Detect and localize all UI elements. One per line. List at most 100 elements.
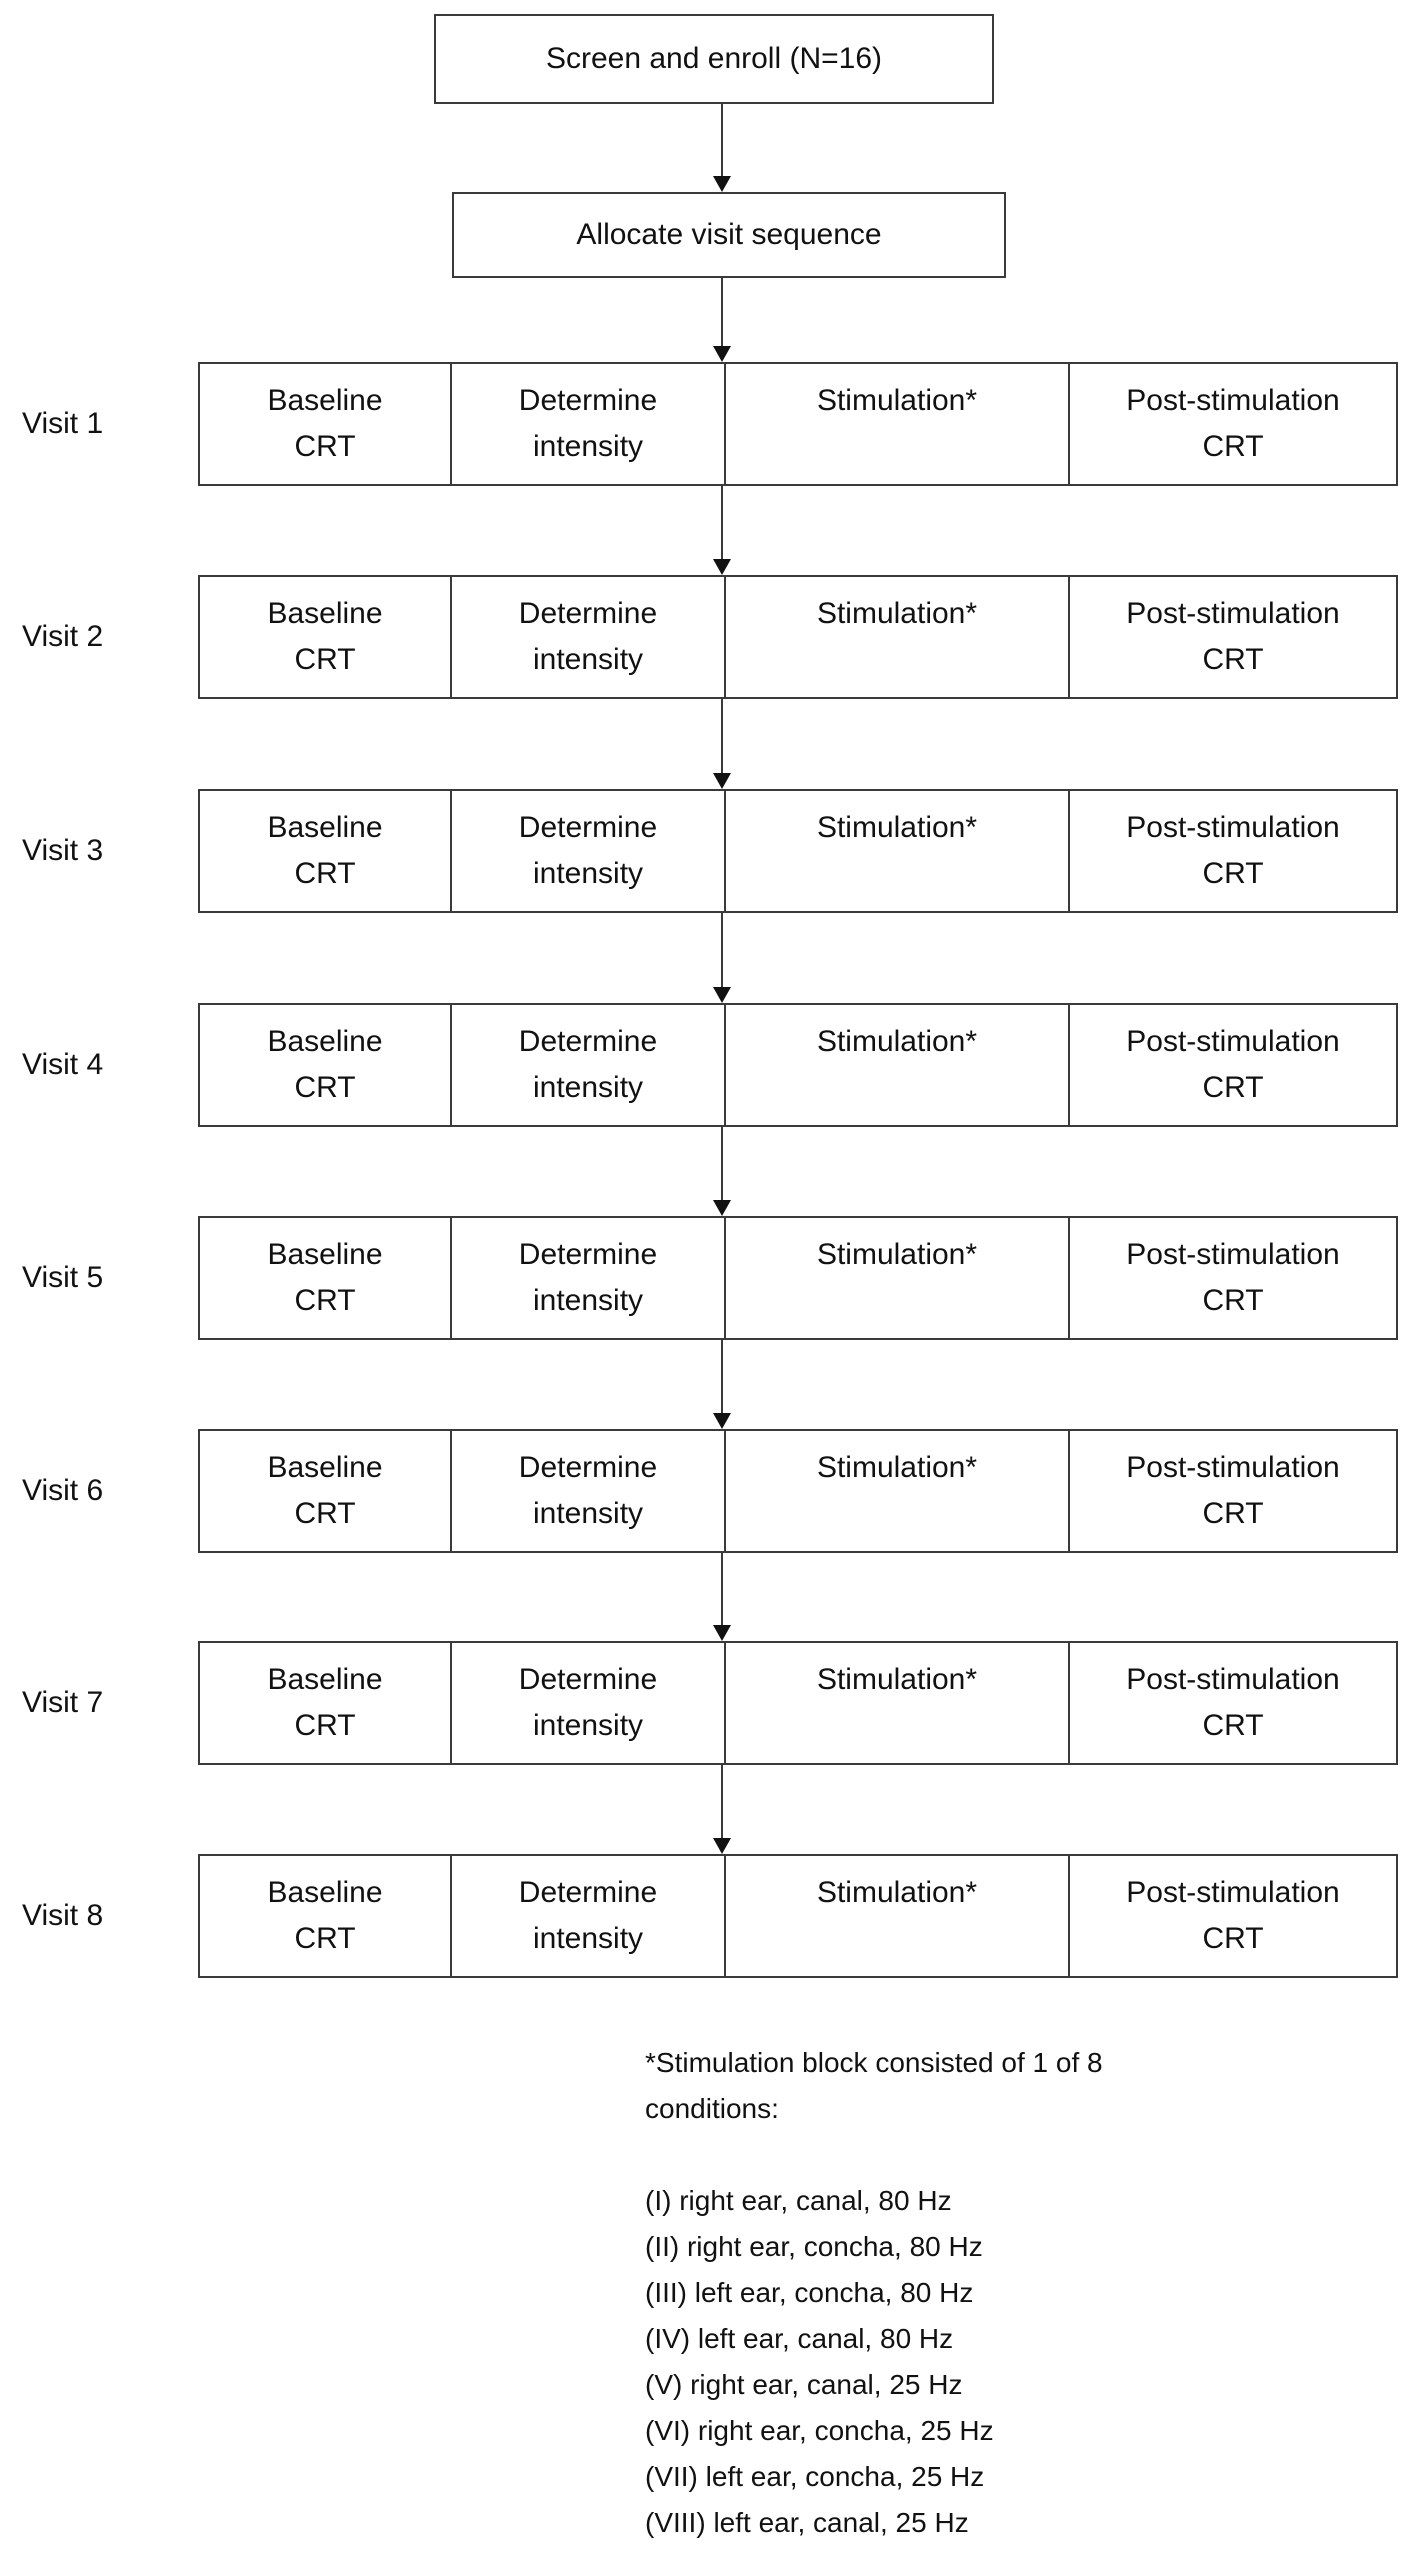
baseline-text: CRT	[294, 1497, 356, 1530]
determine-intensity-text: Determine	[518, 1238, 658, 1271]
post-stimulation-text: Post-stimulation	[1126, 1663, 1340, 1696]
determine-intensity-text: intensity	[532, 1497, 644, 1530]
determine-intensity-text: Determine	[518, 1876, 658, 1909]
arrowhead-icon	[713, 1413, 731, 1429]
determine-intensity-text: intensity	[532, 643, 644, 676]
baseline-text: CRT	[294, 430, 356, 463]
determine-intensity-cell: Determine intensity	[450, 1218, 724, 1338]
stimulation-text: Stimulation*	[816, 1025, 978, 1058]
post-stimulation-text: Post-stimulation	[1126, 384, 1340, 417]
stimulation-footnote: *Stimulation block consisted of 1 of 8 c…	[645, 2040, 1345, 2546]
allocate-box: Allocate visit sequence	[452, 192, 1006, 278]
arrowhead-icon	[713, 773, 731, 789]
stimulation-text: Stimulation*	[816, 597, 978, 630]
stimulation-cell: Stimulation*	[724, 791, 1068, 911]
post-stimulation-text: CRT	[1202, 643, 1264, 676]
visit-label: Visit 6	[22, 1474, 104, 1507]
baseline-text: CRT	[294, 1709, 356, 1742]
determine-intensity-text: intensity	[532, 1709, 644, 1742]
determine-intensity-text: Determine	[518, 811, 658, 844]
stimulation-text: Stimulation*	[816, 1663, 978, 1696]
determine-intensity-text: Determine	[518, 384, 658, 417]
post-stimulation-text: CRT	[1202, 857, 1264, 890]
footnote-spacer	[645, 2132, 1345, 2178]
visit-label: Visit 5	[22, 1261, 104, 1294]
stimulation-cell: Stimulation*	[724, 1856, 1068, 1976]
arrowhead-icon	[713, 1838, 731, 1854]
post-stimulation-text: CRT	[1202, 1497, 1264, 1530]
stimulation-cell: Stimulation*	[724, 1218, 1068, 1338]
condition-item: (V) right ear, canal, 25 Hz	[645, 2369, 963, 2400]
stimulation-text: Stimulation*	[816, 1451, 978, 1484]
stimulation-text: Stimulation*	[816, 1238, 978, 1271]
stimulation-text: Stimulation*	[816, 384, 978, 417]
visit-label: Visit 8	[22, 1899, 104, 1932]
stimulation-cell: Stimulation*	[724, 577, 1068, 697]
determine-intensity-text: intensity	[532, 1922, 644, 1955]
post-stimulation-text: Post-stimulation	[1126, 597, 1340, 630]
baseline-text: Baseline	[267, 384, 383, 417]
post-stimulation-text: Post-stimulation	[1126, 1876, 1340, 1909]
stimulation-cell: Stimulation*	[724, 1005, 1068, 1125]
stimulation-cell: Stimulation*	[724, 364, 1068, 484]
determine-intensity-cell: Determine intensity	[450, 577, 724, 697]
baseline-text: Baseline	[267, 1451, 383, 1484]
arrowhead-icon	[713, 1625, 731, 1641]
baseline-text: Baseline	[267, 1025, 383, 1058]
post-stimulation-text: Post-stimulation	[1126, 1451, 1340, 1484]
condition-item: (IV) left ear, canal, 80 Hz	[645, 2323, 954, 2354]
arrowhead-icon	[713, 176, 731, 192]
arrowhead-icon	[713, 1200, 731, 1216]
visit-label: Visit 1	[22, 407, 104, 440]
baseline-text: CRT	[294, 643, 356, 676]
visit-label: Visit 3	[22, 834, 104, 867]
footnote-intro-line1: *Stimulation block consisted of 1 of 8	[645, 2047, 1103, 2078]
condition-item: (VIII) left ear, canal, 25 Hz	[645, 2507, 969, 2538]
enroll-box: Screen and enroll (N=16)	[434, 14, 994, 104]
stimulation-cell: Stimulation*	[724, 1643, 1068, 1763]
condition-item: (III) left ear, concha, 80 Hz	[645, 2277, 974, 2308]
condition-item: (I) right ear, canal, 80 Hz	[645, 2185, 952, 2216]
footnote-intro-line2: conditions:	[645, 2093, 779, 2124]
determine-intensity-text: Determine	[518, 1451, 658, 1484]
post-stimulation-text: CRT	[1202, 1709, 1264, 1742]
arrowhead-icon	[713, 987, 731, 1003]
baseline-text: CRT	[294, 1071, 356, 1104]
post-stimulation-text: CRT	[1202, 430, 1264, 463]
condition-item: (VII) left ear, concha, 25 Hz	[645, 2461, 985, 2492]
stimulation-cell: Stimulation*	[724, 1431, 1068, 1551]
determine-intensity-cell: Determine intensity	[450, 1431, 724, 1551]
visit-label: Visit 2	[22, 620, 104, 653]
baseline-text: Baseline	[267, 597, 383, 630]
post-stimulation-text: CRT	[1202, 1071, 1264, 1104]
allocate-text: Allocate visit sequence	[576, 218, 882, 251]
baseline-text: Baseline	[267, 1876, 383, 1909]
determine-intensity-text: intensity	[532, 1284, 644, 1317]
determine-intensity-text: Determine	[518, 597, 658, 630]
baseline-text: CRT	[294, 1922, 356, 1955]
